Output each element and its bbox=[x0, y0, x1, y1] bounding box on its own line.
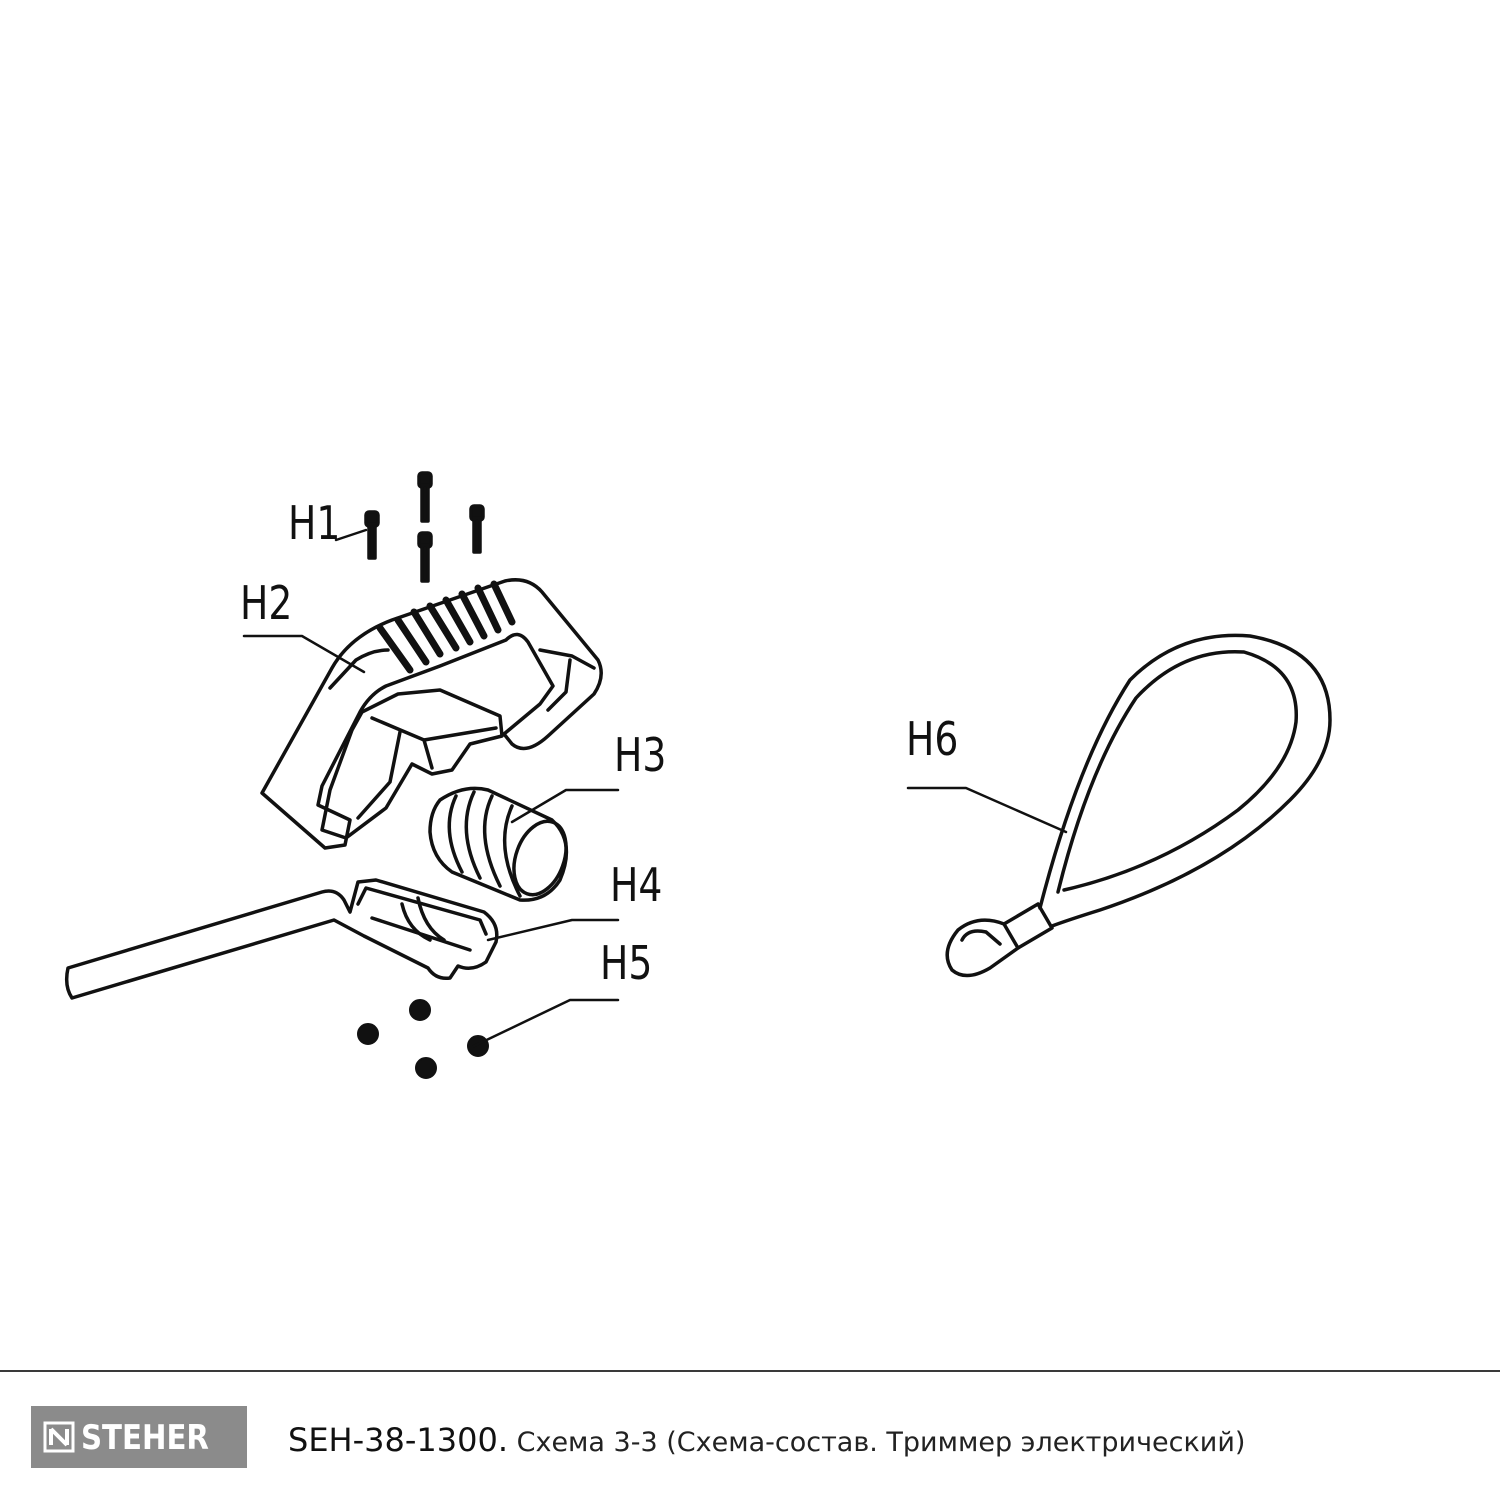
brand-name: STEHER bbox=[81, 1418, 209, 1458]
leader-lines bbox=[242, 528, 1068, 1048]
brand-logo: STEHER bbox=[31, 1406, 247, 1468]
leader-h6 bbox=[906, 786, 1068, 834]
exploded-parts-diagram bbox=[64, 471, 1332, 1079]
nut bbox=[467, 1035, 489, 1057]
footer-divider bbox=[0, 1370, 1500, 1372]
nut bbox=[409, 999, 431, 1021]
part-h3-sleeve bbox=[428, 786, 569, 902]
callout-h3: H3 bbox=[614, 728, 667, 782]
part-h5-nuts bbox=[357, 999, 489, 1079]
part-h2-handle bbox=[260, 578, 603, 850]
model-number: SEH-38-1300. bbox=[288, 1421, 509, 1459]
caption-text: Схема 3-3 (Схема-состав. Триммер электри… bbox=[516, 1427, 1246, 1458]
callout-h4: H4 bbox=[610, 858, 663, 912]
screw bbox=[417, 471, 433, 523]
part-h6-strap bbox=[945, 633, 1332, 978]
screw bbox=[364, 510, 380, 560]
part-h4-lever bbox=[64, 878, 499, 1000]
leader-h4 bbox=[486, 918, 620, 942]
callout-h1: H1 bbox=[288, 496, 341, 550]
screw bbox=[469, 504, 485, 554]
leader-h5 bbox=[472, 998, 620, 1048]
leader-h3 bbox=[510, 788, 620, 824]
nut bbox=[415, 1057, 437, 1079]
brand-mark-icon bbox=[43, 1421, 75, 1453]
footer-caption: SEH-38-1300. Схема 3-3 (Схема-состав. Тр… bbox=[288, 1421, 1245, 1459]
callout-h5: H5 bbox=[600, 936, 653, 990]
screw bbox=[417, 531, 433, 583]
leader-h1 bbox=[334, 528, 368, 542]
nut bbox=[357, 1023, 379, 1045]
part-h1-screws bbox=[364, 471, 485, 583]
leader-h2 bbox=[242, 634, 366, 674]
callout-h2: H2 bbox=[240, 576, 293, 630]
callout-h6: H6 bbox=[906, 712, 959, 766]
